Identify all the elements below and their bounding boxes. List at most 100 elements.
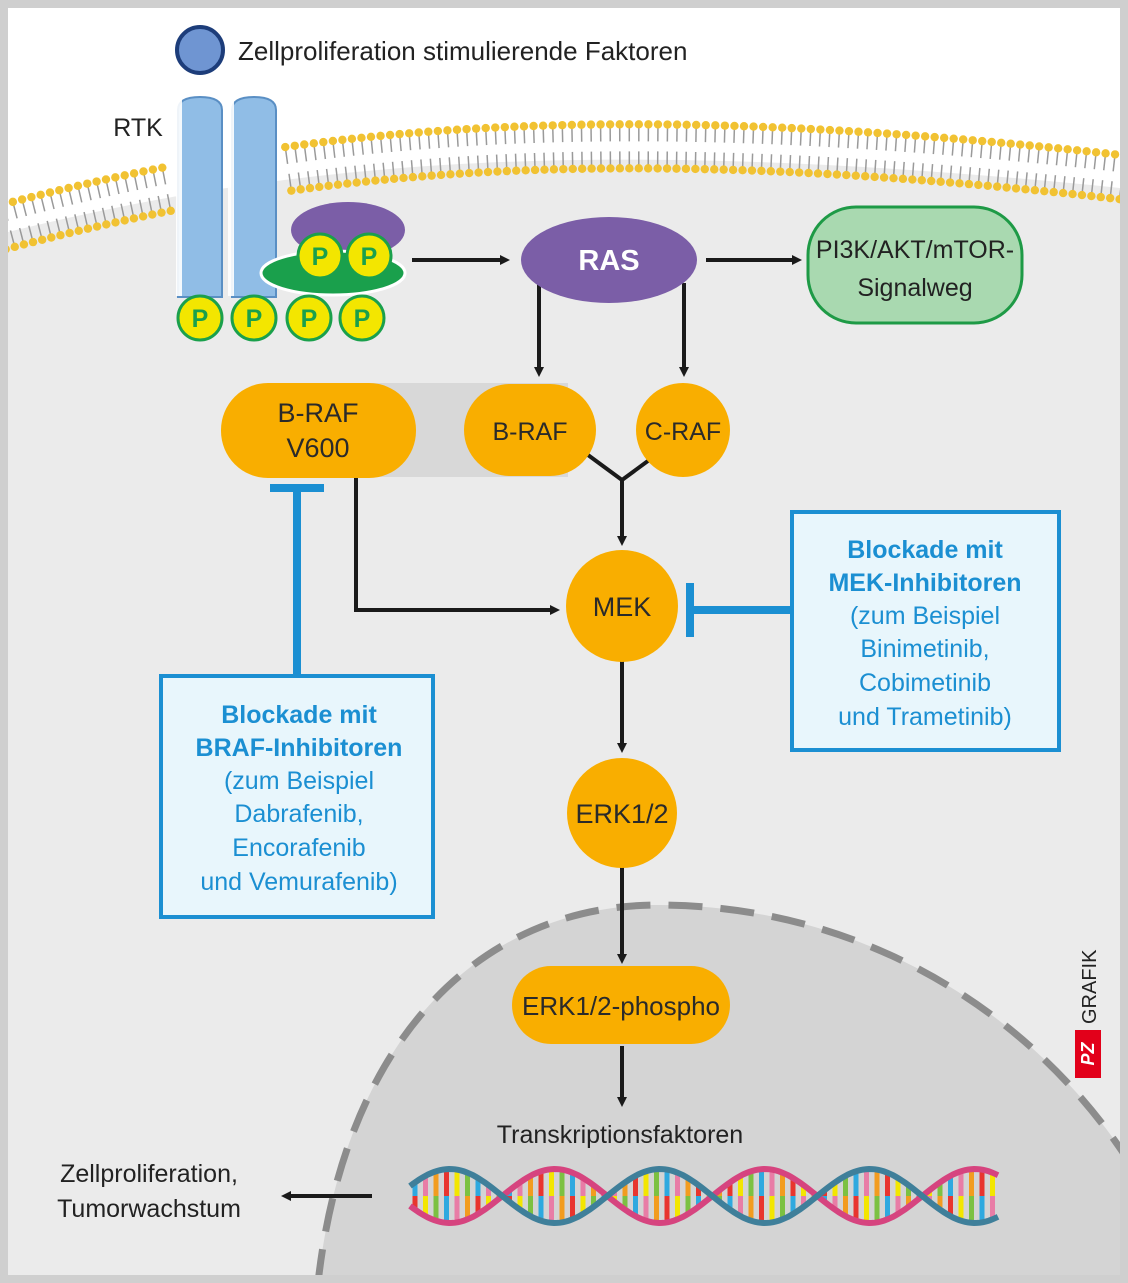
lipid-tail xyxy=(836,157,839,172)
lipid-head xyxy=(36,190,45,199)
lipid-tail xyxy=(9,230,15,245)
braf-inhibitor-box xyxy=(159,674,435,919)
lipid-tail xyxy=(998,145,1002,160)
lipid-tail xyxy=(809,132,812,147)
lipid-head xyxy=(352,178,361,187)
lipid-head xyxy=(436,170,446,180)
phosphate-label: P xyxy=(246,305,263,333)
lipid-tail xyxy=(344,166,348,181)
lipid-head xyxy=(1096,192,1105,202)
result-label-line1: Zellproliferation, xyxy=(60,1160,238,1188)
lipid-tail xyxy=(1102,156,1106,171)
lipid-tail xyxy=(1024,172,1028,187)
pi3k-node xyxy=(806,205,1024,325)
ras-label: RAS xyxy=(578,245,639,277)
braf-box-line6: und Vemurafenib) xyxy=(200,868,397,896)
lipid-tail xyxy=(799,131,802,146)
pz-logo-text: PZ xyxy=(1078,1042,1098,1066)
lipid-tail xyxy=(31,199,37,214)
lipid-tail xyxy=(1046,150,1050,165)
lipid-head xyxy=(157,208,166,217)
lipid-tail xyxy=(401,160,404,176)
lipid-head xyxy=(1030,186,1040,195)
lipid-tail xyxy=(970,143,974,158)
lipid-head xyxy=(797,124,806,133)
braf-box-line3: (zum Beispiel xyxy=(224,767,374,795)
lipid-tail xyxy=(284,149,289,165)
lipid-head xyxy=(452,125,462,134)
lipid-tail xyxy=(166,194,171,209)
lipid-tail xyxy=(989,144,993,159)
lipid-tail xyxy=(448,157,451,172)
lipid-tail xyxy=(399,137,402,152)
phosphate-label: P xyxy=(312,243,329,271)
braf-box-line4: Dabrafenib, xyxy=(234,800,363,828)
lipid-head xyxy=(427,171,436,180)
craf-node xyxy=(636,383,730,477)
mek-box-line3: (zum Beispiel xyxy=(850,602,1000,630)
lipid-head xyxy=(462,124,471,134)
lipid-tail xyxy=(798,155,801,170)
lipid-head xyxy=(873,128,882,138)
lipid-head xyxy=(102,220,111,229)
lipid-tail xyxy=(1006,170,1009,185)
lipid-head xyxy=(1040,186,1049,196)
lipid-head xyxy=(281,142,290,152)
lipid-tail xyxy=(808,155,811,171)
lipid-head xyxy=(901,130,911,140)
lipid-head xyxy=(879,173,889,182)
mek-box-line4: Binimetinib, xyxy=(860,635,989,663)
lipid-tail xyxy=(1090,179,1094,194)
braf-box-line2: BRAF-Inhibitoren xyxy=(196,734,403,762)
lipid-head xyxy=(148,165,158,174)
transcription-factors-label: Transkriptionsfaktoren xyxy=(497,1121,743,1149)
lipid-head xyxy=(10,242,19,252)
lipid-tail xyxy=(288,173,292,188)
lipid-head xyxy=(739,122,749,131)
phosphate-circle xyxy=(338,294,386,342)
lipid-tail xyxy=(418,135,421,150)
lipid-head xyxy=(37,235,47,244)
lipid-head xyxy=(854,127,863,136)
lipid-tail xyxy=(96,184,102,199)
lipid-head xyxy=(418,172,427,181)
lipid-head xyxy=(889,173,898,183)
lipid-head xyxy=(395,129,404,139)
lipid-head xyxy=(863,128,873,137)
lipid-tail xyxy=(457,156,461,171)
lipid-head xyxy=(101,175,111,184)
lipid-tail xyxy=(864,159,868,174)
lipid-head xyxy=(663,120,672,129)
lipid-tail xyxy=(826,156,830,172)
lipid-head xyxy=(577,120,586,129)
lipid-head xyxy=(83,224,93,233)
lipid-head xyxy=(290,141,299,150)
lipid-head xyxy=(296,185,305,194)
lipid-tail xyxy=(894,137,898,152)
lipid-head xyxy=(939,133,949,143)
lipid-tail xyxy=(157,195,162,210)
lipid-head xyxy=(730,121,739,131)
lipid-head xyxy=(17,195,27,204)
arrow-raf-to-mek xyxy=(586,453,658,541)
lipid-tail xyxy=(325,168,330,183)
lipid-head xyxy=(347,134,357,144)
lipid-head xyxy=(471,124,481,133)
lipid-head xyxy=(997,138,1006,148)
lipid-head xyxy=(74,226,83,236)
lipid-tail xyxy=(68,190,74,205)
lipid-tail xyxy=(961,142,964,157)
lipid-tail xyxy=(28,225,34,240)
lipid-head xyxy=(389,174,399,183)
lipid-tail xyxy=(382,162,386,177)
lipid-tail xyxy=(1081,178,1085,193)
rtk-receptor-left xyxy=(177,95,223,298)
factors-label: Zellproliferation stimulierende Faktoren xyxy=(238,36,687,66)
phosphate-label: P xyxy=(354,305,371,333)
lipid-tail xyxy=(389,137,393,152)
lipid-head xyxy=(92,222,102,231)
lipid-tail xyxy=(845,158,849,173)
lipid-tail xyxy=(921,163,924,178)
lipid-head xyxy=(978,136,987,146)
